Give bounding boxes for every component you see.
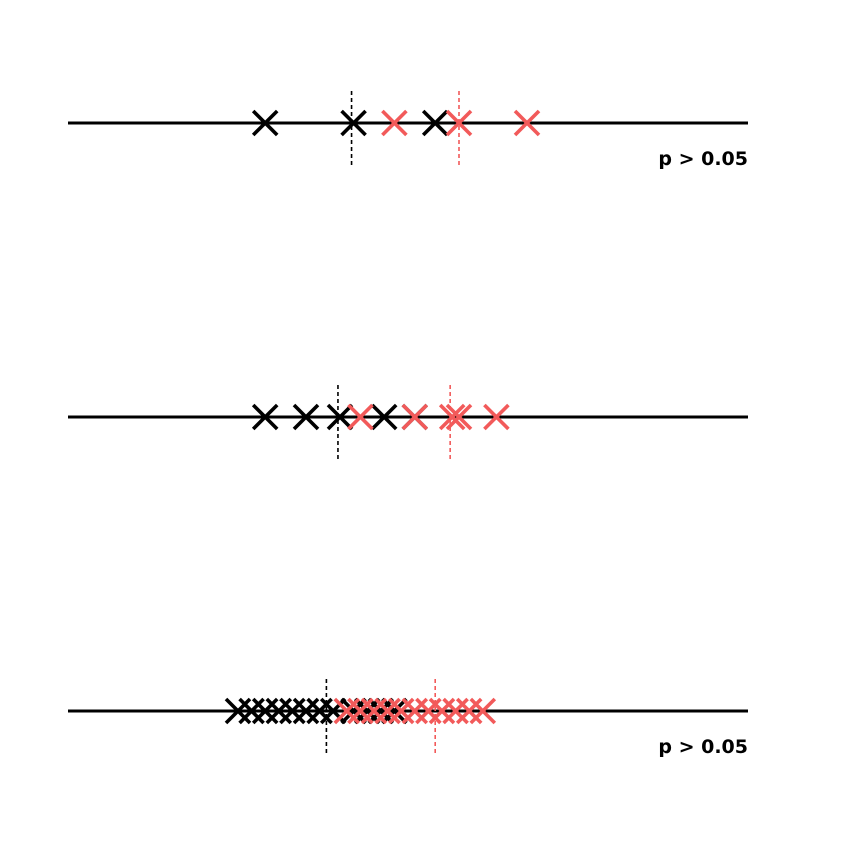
strip-panel-3: p > 0.05 <box>68 679 748 758</box>
data-point-marker <box>340 109 367 137</box>
data-point-marker <box>401 403 429 431</box>
strip-panel-1: p > 0.05 <box>68 91 748 170</box>
data-point-marker <box>326 403 354 431</box>
p-value-label: p > 0.05 <box>658 736 748 758</box>
p-value-label: p > 0.05 <box>658 148 748 170</box>
data-point-marker <box>513 109 541 137</box>
data-point-marker <box>347 403 374 431</box>
data-point-marker <box>438 403 466 431</box>
data-point-marker <box>469 697 497 725</box>
data-point-marker <box>370 403 398 431</box>
data-point-marker <box>292 403 320 431</box>
data-point-marker <box>381 697 408 725</box>
data-point-marker <box>381 109 408 137</box>
data-point-marker <box>445 109 473 137</box>
data-point-marker <box>483 403 510 431</box>
data-point-marker <box>251 109 279 137</box>
data-point-marker <box>251 403 279 431</box>
data-point-marker <box>445 403 473 431</box>
strip-panel-2 <box>68 385 748 461</box>
data-point-marker <box>421 109 449 137</box>
